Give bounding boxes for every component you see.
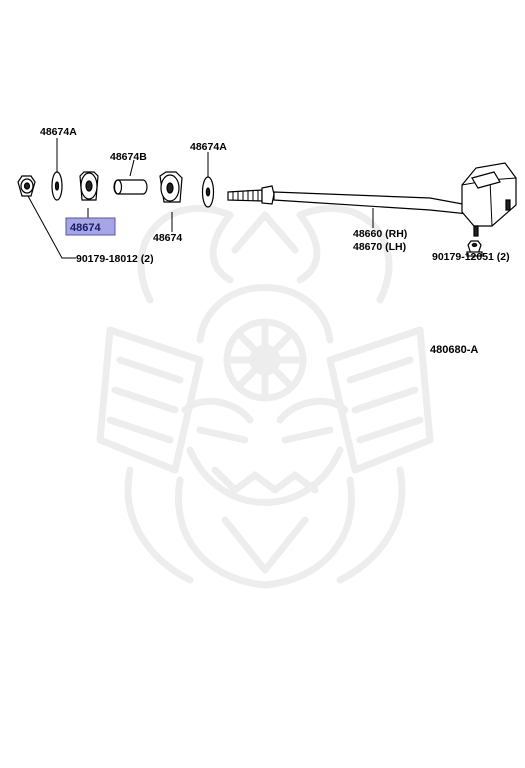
washer-right	[201, 176, 215, 208]
label-washer-left: 48674A	[40, 126, 77, 138]
label-nut-left: 90179-18012 (2)	[76, 253, 154, 265]
label-collar: 48674B	[110, 151, 147, 163]
strut-rod	[227, 162, 517, 237]
samurai-helmet-icon	[96, 204, 434, 589]
flange-nut-right	[466, 240, 483, 257]
label-rod-rh: 48660 (RH)	[353, 228, 407, 240]
label-cushion-left[interactable]: 48674	[70, 222, 101, 234]
cushion-right	[159, 171, 183, 203]
label-nut-right: 90179-12051 (2)	[432, 251, 510, 263]
collar	[113, 179, 148, 195]
cushion-left	[79, 171, 99, 201]
label-cushion-right: 48674	[153, 232, 182, 244]
label-washer-right: 48674A	[190, 141, 227, 153]
washer-left	[51, 171, 63, 201]
flange-nut-left	[17, 175, 36, 197]
leader-lines	[27, 138, 475, 259]
highlighted-part-badge[interactable]: 48674	[65, 217, 116, 236]
reference-code: 480680-A	[430, 344, 478, 356]
label-rod-lh: 48670 (LH)	[353, 241, 406, 253]
